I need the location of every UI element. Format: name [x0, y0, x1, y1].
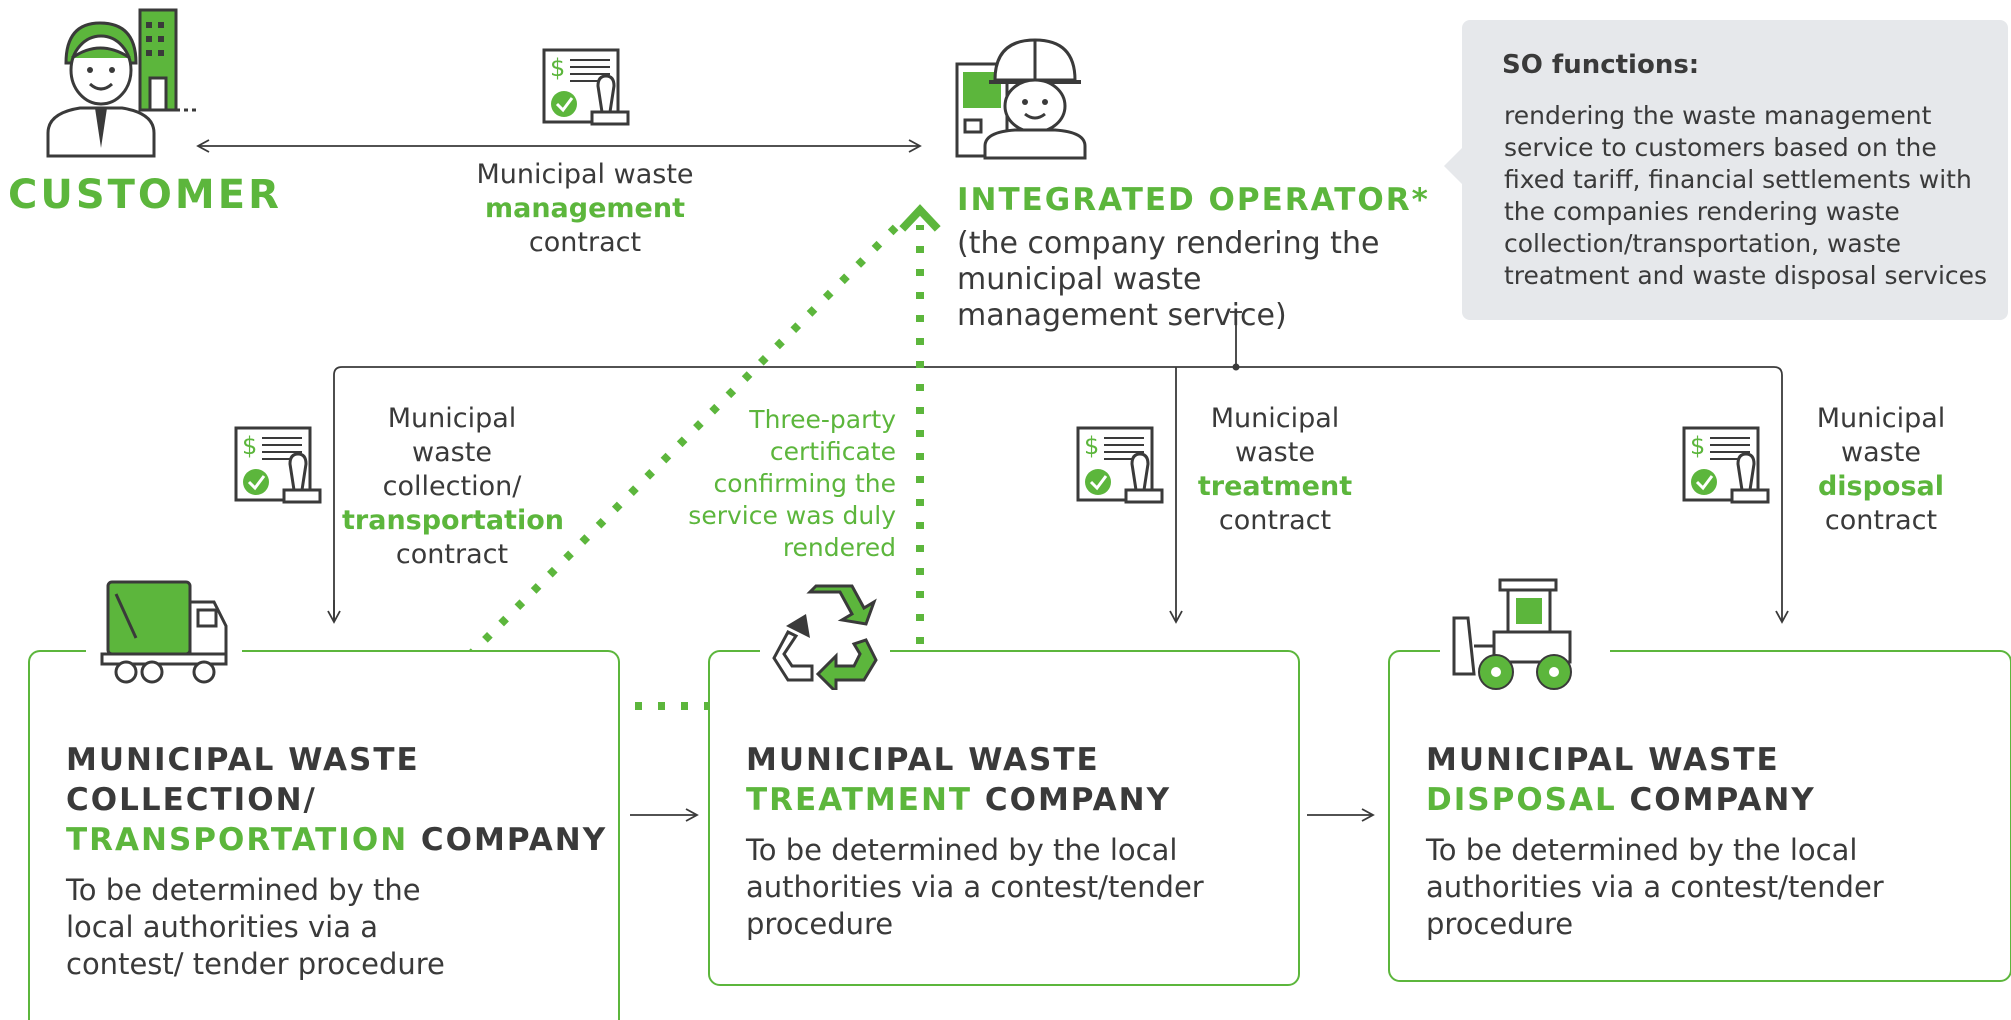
treatment-company-box: MUNICIPAL WASTE TREATMENT COMPANY To be … — [708, 650, 1300, 986]
collection-contract-label: Municipal waste collection/ transportati… — [342, 403, 564, 570]
svg-text:$: $ — [550, 54, 565, 82]
so-functions-panel: SO functions: rendering the waste manage… — [1462, 20, 2008, 320]
customer-contract-label: Municipal waste management contract — [476, 159, 694, 258]
collection-company-title: MUNICIPAL WASTE COLLECTION/ TRANSPORTATI… — [66, 742, 608, 858]
treatment-company-text: To be determined by the local authoritie… — [746, 833, 1204, 941]
operator-title: INTEGRATED OPERATOR* — [957, 182, 1430, 218]
svg-text:$: $ — [1084, 432, 1099, 460]
treatment-contract-label: Municipal waste treatment contract — [1197, 403, 1353, 536]
contract-stamp-icon: $ — [540, 46, 632, 140]
operator-description: (the company rendering the municipal was… — [957, 226, 1380, 333]
certificate-label: Three-party certificate confirming the s… — [688, 405, 896, 562]
collection-company-text: To be determined by the local authoritie… — [66, 873, 445, 981]
garbage-truck-icon — [86, 578, 242, 690]
contract-stamp-icon: $ — [1680, 424, 1772, 518]
contract-stamp-icon: $ — [232, 424, 324, 518]
customer-label: CUSTOMER — [8, 172, 282, 218]
disposal-company-text: To be determined by the local authoritie… — [1426, 833, 1884, 941]
bulldozer-icon — [1440, 574, 1610, 696]
recycle-icon — [760, 580, 890, 696]
contract-stamp-icon: $ — [1074, 424, 1166, 518]
customer-icon — [40, 8, 210, 164]
disposal-company-title: MUNICIPAL WASTE DISPOSAL COMPANY — [1426, 742, 1816, 818]
svg-text:$: $ — [1690, 432, 1705, 460]
so-functions-title: SO functions: — [1502, 50, 1700, 80]
disposal-contract-label: Municipal waste disposal contract — [1816, 403, 1946, 536]
disposal-company-box: MUNICIPAL WASTE DISPOSAL COMPANY To be d… — [1388, 650, 2011, 982]
collection-company-box: MUNICIPAL WASTE COLLECTION/ TRANSPORTATI… — [28, 650, 620, 1020]
integrated-operator-icon — [955, 34, 1091, 166]
treatment-company-title: MUNICIPAL WASTE TREATMENT COMPANY — [746, 742, 1172, 818]
so-functions-text: rendering the waste management service t… — [1504, 101, 1988, 290]
svg-text:$: $ — [242, 432, 257, 460]
